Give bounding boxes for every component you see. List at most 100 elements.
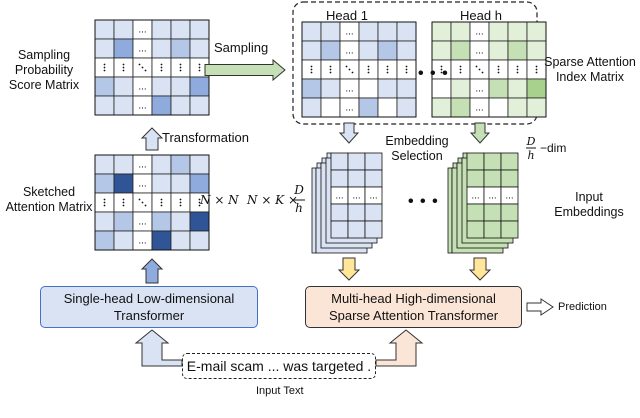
single-to-sketch-arrow [140, 258, 164, 284]
emb1-cell [347, 203, 366, 222]
headh-cell [488, 40, 509, 61]
embh-cell [483, 169, 502, 188]
frac-denominator: h [295, 201, 303, 215]
prob-ddot [144, 69, 147, 72]
head-1-label: Head 1 [326, 8, 368, 23]
headh-border [431, 21, 547, 118]
prob-ellipsis-mark: ... [138, 82, 146, 93]
head1-cell [358, 97, 379, 118]
prob-ddot [138, 63, 141, 66]
head1-vdot [310, 65, 313, 68]
headh-vdot [497, 65, 500, 68]
prob-cell [113, 19, 134, 40]
sketch-vdot [103, 201, 106, 204]
headh-to-emb-arrow [469, 122, 491, 144]
head1-cell [301, 78, 322, 99]
head1-vdot [367, 71, 370, 74]
embh-cell [466, 203, 485, 222]
prob-cell [170, 76, 191, 97]
embh-cell [466, 169, 485, 188]
embh-stack-side [447, 167, 453, 254]
head1-cell [301, 40, 322, 61]
headh-cell [507, 21, 528, 42]
input-sentence-box: E-mail scam ... was targeted . [182, 353, 376, 379]
embh-cell [500, 203, 519, 222]
single-head-transformer-box: Single-head Low-dimensional Transformer [40, 286, 258, 328]
sketch-cell [94, 154, 115, 175]
embh-cell [483, 203, 502, 222]
prob-ddot [141, 66, 144, 69]
prob-vdot [103, 66, 106, 69]
multi-head-line2: Sparse Attention Transformer [328, 308, 499, 323]
transformation-label: Transformation [162, 130, 249, 145]
prob-cell [94, 38, 115, 59]
emb1-stack-side [311, 167, 317, 254]
input-embeddings-label: Input Embeddings [548, 190, 630, 220]
sketch-cell [113, 230, 134, 251]
headh-vdot [440, 71, 443, 74]
sketch-cell [189, 173, 210, 194]
emb1-cell [347, 169, 366, 188]
headh-cell [507, 97, 528, 118]
sketched-line1: Sketched [22, 185, 76, 199]
prob-vdot [198, 63, 201, 66]
embh-cell [500, 152, 519, 171]
sketch-cell [113, 173, 134, 194]
head1-vdot [329, 65, 332, 68]
embeddings-ellipsis: • • • [408, 193, 439, 210]
head1-vdot [386, 68, 389, 71]
sketch-cell [151, 211, 172, 232]
headh-cell [431, 21, 452, 42]
emb1-cell [330, 220, 349, 239]
sampling-prob-line2: Probability [14, 63, 74, 77]
embedding-line1: Embedding [385, 134, 449, 148]
flow-arrows [134, 58, 554, 367]
sparse-index-label: Sparse Attention Index Matrix [540, 55, 640, 85]
prob-cell [113, 76, 134, 97]
head1-cell [396, 21, 417, 42]
input-emb-line2: Embeddings [554, 205, 624, 219]
prob-vdot [103, 69, 106, 72]
sketched-attention-matrix: ............ [94, 154, 210, 251]
prob-cell [113, 38, 134, 59]
headh-vdot [516, 71, 519, 74]
headh-cell [507, 78, 528, 99]
sketch-vdot [160, 198, 163, 201]
sampling-arrow [204, 58, 286, 82]
headh-cell [488, 78, 509, 99]
input-to-single-arrow [134, 329, 183, 367]
sparse-line1: Sparse Attention [544, 55, 636, 69]
heads-ellipsis: • • • [418, 65, 449, 82]
head1-cell [377, 40, 398, 61]
sketch-ellipsis-mark: ... [138, 217, 146, 228]
emb1-cell [330, 169, 349, 188]
input-text-label: Input Text [256, 385, 304, 397]
prob-vdot [122, 63, 125, 66]
sketch-vdot [122, 198, 125, 201]
head1-ddot [351, 71, 354, 74]
prob-vdot [179, 66, 182, 69]
prob-vdot [179, 69, 182, 72]
headh-vdot [459, 71, 462, 74]
embh-ellipsis-mark: ... [488, 191, 496, 202]
embh-cell [500, 169, 519, 188]
prob-vdot [179, 63, 182, 66]
headh-ellipsis-mark: ... [475, 27, 483, 38]
head1-ellipsis-mark: ... [345, 103, 353, 114]
head1-ddot [345, 65, 348, 68]
sampling-prob-line3: Score Matrix [8, 78, 80, 92]
sketch-cell [170, 154, 191, 175]
sketch-cell [189, 230, 210, 251]
head1-ellipsis-mark: ... [345, 46, 353, 57]
emb1-cell [347, 152, 366, 171]
n-by-n-label: N × N [200, 193, 239, 207]
headh-cell [431, 97, 452, 118]
prob-vdot [198, 66, 201, 69]
headh-cell [488, 97, 509, 118]
embh-to-multi-arrow [468, 257, 492, 281]
sketch-cell [170, 173, 191, 194]
sketch-vdot [198, 204, 201, 207]
sketch-cell [151, 154, 172, 175]
sketch-cell [151, 230, 172, 251]
headh-cell [526, 97, 547, 118]
